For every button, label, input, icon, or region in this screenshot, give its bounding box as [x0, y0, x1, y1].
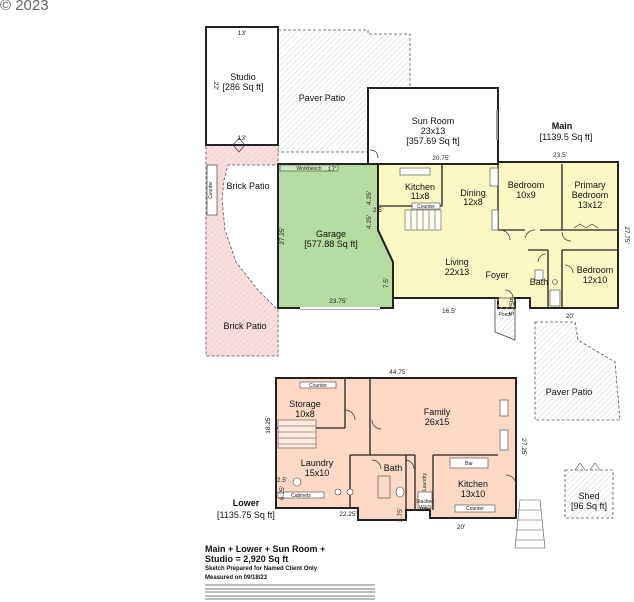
storage-size: 10x8 [295, 409, 315, 419]
dim-living-bottom: 16.5' [442, 308, 456, 315]
dim-lower-left: 18.25' [265, 416, 272, 434]
living-size: 22x13 [445, 267, 470, 277]
dim-porch-w: 5' [510, 297, 515, 304]
dim-studio-side: 22' [212, 82, 219, 90]
summary-line-3: Sketch Prepared for Named Client Only [205, 566, 318, 572]
summary-line-1: Main + Lower + Sun Room + [205, 544, 326, 554]
kitchen-main-size: 11x8 [411, 191, 430, 201]
dim-main-right-top: 23.5' [553, 152, 567, 159]
copyright-watermark: © 2023 [0, 0, 49, 14]
family-size: 26x15 [425, 417, 450, 427]
bedroom1-size: 10x9 [516, 190, 536, 200]
primary-bedroom-label-1: Primary [575, 180, 606, 190]
bath-main-label: Bath [530, 277, 549, 287]
shed-area-label: [96 Sq ft] [571, 501, 607, 511]
workbench-label: Workbench [296, 166, 321, 172]
bedroom2-label: Bedroom [577, 265, 614, 275]
family-label: Family [424, 407, 451, 417]
dim-lower-right: 27.25' [520, 438, 527, 456]
cabinets-label: Cabinets [291, 493, 311, 499]
dining-label: Dining [460, 188, 486, 198]
garage-label: Garage [316, 229, 346, 239]
dim-kitchen-left1: 4.25' [366, 191, 373, 205]
bar-label: Bar [465, 461, 473, 467]
paver-patio-right [534, 321, 621, 421]
dim-porch-h: 5.75' [509, 301, 516, 315]
shed-label: Shed [578, 491, 599, 501]
porch-label: Porch [498, 312, 511, 318]
dim-sun-room-bottom: 20.75' [432, 155, 450, 162]
main-level-area: [1139.5 Sq ft] [540, 132, 593, 142]
studio-room [205, 26, 279, 146]
kitchen-main-label: Kitchen [405, 182, 435, 192]
brick-patio-bottom-label: Brick Patio [223, 321, 266, 331]
paver-patio-top-label: Paver Patio [299, 93, 346, 103]
dim-main-bottom-right: 20' [566, 313, 574, 320]
dim-lower-bottom: 22.25' [339, 511, 357, 518]
foyer-label: Foyer [485, 270, 508, 280]
sun-room [367, 87, 499, 165]
lower-level-area: [1135.75 Sq ft] [217, 510, 275, 520]
dim-lower-left2: 2.5' [277, 477, 287, 484]
bedroom2-size: 12x10 [583, 275, 608, 285]
paver-patio-right-label: Paver Patio [546, 387, 593, 397]
area-summary: Main + Lower + Sun Room + Studio = 2,920… [205, 544, 385, 602]
sun-room-area: [357.69 Sq ft] [406, 136, 460, 146]
living-label: Living [445, 257, 469, 267]
kitchen-lower-size: 13x10 [461, 489, 486, 499]
laundry-lower-label: Laundry [301, 458, 334, 468]
lower-level-label: Lower [233, 498, 260, 508]
dim-studio-top: 13' [238, 30, 246, 37]
dim-lower-top: 44.75' [389, 369, 407, 376]
counter-storage-label: Counter [309, 383, 327, 389]
bedroom1-label: Bedroom [508, 180, 545, 190]
dim-lower-left3: 6.25' [279, 486, 286, 500]
dim-main-right-side: 27.75' [623, 226, 630, 244]
counter-studio-label: Counter [208, 181, 214, 199]
dim-lower-bottom-right: 20' [457, 524, 465, 531]
dim-studio-bottom: 13' [238, 135, 246, 142]
bath-lower-label: Bath [384, 463, 403, 473]
counter-main-label: Counter [417, 204, 435, 210]
dim-garage-left: 27.25' [279, 227, 286, 245]
laundry-lower-size: 15x10 [305, 468, 330, 478]
fine-print-disclaimer [205, 584, 385, 600]
dining-size: 12x8 [463, 197, 483, 207]
dim-kitchen-left3: 4.25' [366, 215, 373, 229]
stacked-label: Stacked [416, 499, 434, 505]
summary-line-2: Studio = 2,920 Sq ft [205, 554, 289, 564]
dim-lower-notch: 2.75' [397, 508, 404, 522]
garage-area: [577.88 Sq ft] [304, 239, 358, 249]
dim-garage-bottom: 23.75' [329, 298, 347, 305]
primary-bedroom-size: 13x12 [578, 200, 603, 210]
sun-room-size: 23x13 [421, 126, 446, 136]
laundry-small-label: Laundry [422, 472, 428, 491]
studio-area: [286 Sq ft] [222, 82, 263, 92]
dim-kitchen-left2: 2.5' [373, 207, 383, 214]
summary-line-4: Measured on 09/18/23 [205, 575, 268, 581]
wd-label: W&D [419, 505, 431, 511]
shed-area [564, 469, 614, 519]
storage-label: Storage [289, 399, 321, 409]
porch-area [494, 297, 516, 341]
brick-patio-top-label: Brick Patio [226, 181, 269, 191]
dim-garage-top: 17' [328, 166, 336, 173]
sun-room-label: Sun Room [412, 116, 455, 126]
counter-kitchen-lower-label: Counter [466, 506, 484, 512]
dim-garage-right: 7.5' [383, 278, 390, 288]
kitchen-lower-label: Kitchen [458, 479, 488, 489]
studio-label: Studio [230, 72, 256, 82]
primary-bedroom-label-2: Bedroom [572, 190, 609, 200]
main-level-label: Main [552, 121, 573, 131]
